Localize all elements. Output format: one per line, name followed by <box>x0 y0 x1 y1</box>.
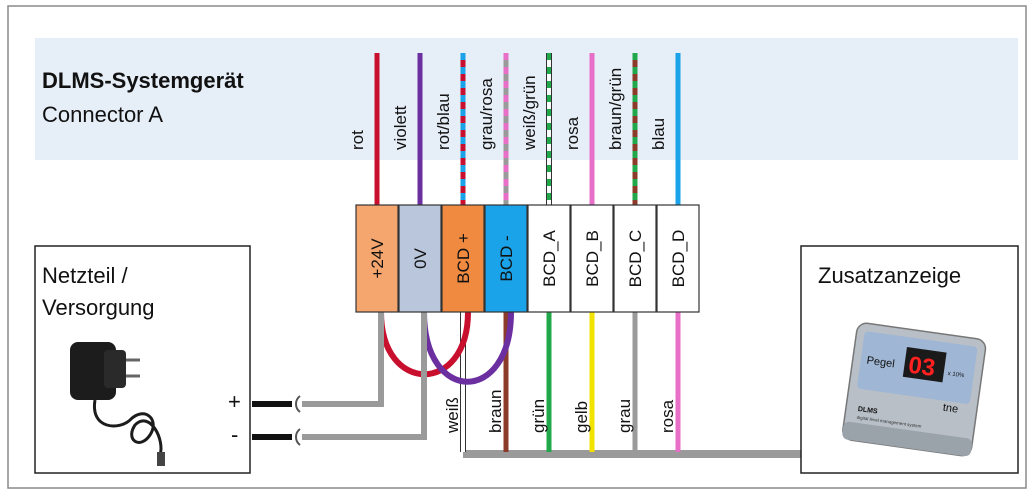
terminal-label: BCD_A <box>540 229 559 286</box>
bottom-wire-labels: weiß braun grün gelb grau rosa <box>443 390 677 434</box>
top-wire-label: rot <box>348 130 367 150</box>
power-adapter-icon <box>70 342 165 466</box>
display-unit-icon: 03 Pegel x 10% tne DLMS digital level ma… <box>842 322 987 457</box>
top-wire-label: grau/rosa <box>477 78 496 150</box>
top-wires <box>374 53 681 205</box>
bottom-wire-label: braun <box>486 390 505 433</box>
terminal-label: 0V <box>411 247 430 268</box>
terminal-5: BCD_A <box>527 204 571 313</box>
power-supply-title-line1: Netzteil / <box>42 263 128 288</box>
top-wire-label: violett <box>391 105 410 150</box>
top-wire-label: weiß/grün <box>520 75 539 151</box>
display-unit-label: x 10% <box>947 371 965 379</box>
terminal-label: +24V <box>368 238 387 279</box>
terminal-7: BCD_C <box>613 204 657 313</box>
display-box: Zusatzanzeige 03 Pegel x 10% tne DLMS di… <box>800 245 1019 474</box>
terminal-1: +24V <box>355 204 399 313</box>
display-title: Zusatzanzeige <box>818 263 961 288</box>
top-wire-label: rot/blau <box>434 93 453 150</box>
display-pegel-label: Pegel <box>866 355 896 371</box>
power-leads <box>252 312 427 446</box>
power-supply-title-line2: Versorgung <box>42 295 155 320</box>
lead-0v <box>302 312 427 440</box>
terminal-4: BCD - <box>484 204 528 313</box>
terminal-3: BCD + <box>441 204 485 313</box>
terminal-label: BCD_B <box>583 230 602 287</box>
bottom-wire-label: gelb <box>572 401 591 433</box>
polarity-plus: + <box>228 389 241 414</box>
top-wire-labels: rot violett rot/blau grau/rosa weiß/grün rosa… <box>348 68 668 151</box>
bottom-wire-label: grün <box>529 399 548 433</box>
terminal-block: +24V 0V BCD + BCD - BCD_A BCD_B BCD_C BCD_D <box>355 204 700 313</box>
display-model: DLMS <box>857 406 878 416</box>
polarity-minus: - <box>231 422 238 447</box>
diagram-title: DLMS-Systemgerät <box>42 68 244 93</box>
bottom-wire-label: rosa <box>658 399 677 433</box>
header-band <box>35 38 1018 160</box>
terminal-2: 0V <box>398 204 442 313</box>
display-value: 03 <box>907 352 937 382</box>
power-supply-box: Netzteil / Versorgung + - <box>34 245 251 474</box>
terminal-label: BCD_C <box>626 230 645 288</box>
top-wire-label: braun/grün <box>606 68 625 150</box>
bridge-loop-violet <box>421 311 514 385</box>
terminal-label: BCD + <box>454 233 473 284</box>
terminal-8: BCD_D <box>656 204 700 313</box>
connector-label: Connector A <box>42 102 163 127</box>
lead-24v <box>302 312 384 407</box>
terminal-label: BCD_D <box>669 230 688 288</box>
terminal-label: BCD - <box>497 235 516 281</box>
terminal-6: BCD_B <box>570 204 614 313</box>
top-wire-label: rosa <box>563 116 582 150</box>
bottom-wire-label: weiß <box>443 397 462 434</box>
top-wire-label: blau <box>649 118 668 150</box>
bottom-wire-label: grau <box>615 399 634 433</box>
display-brand: tne <box>942 402 959 416</box>
